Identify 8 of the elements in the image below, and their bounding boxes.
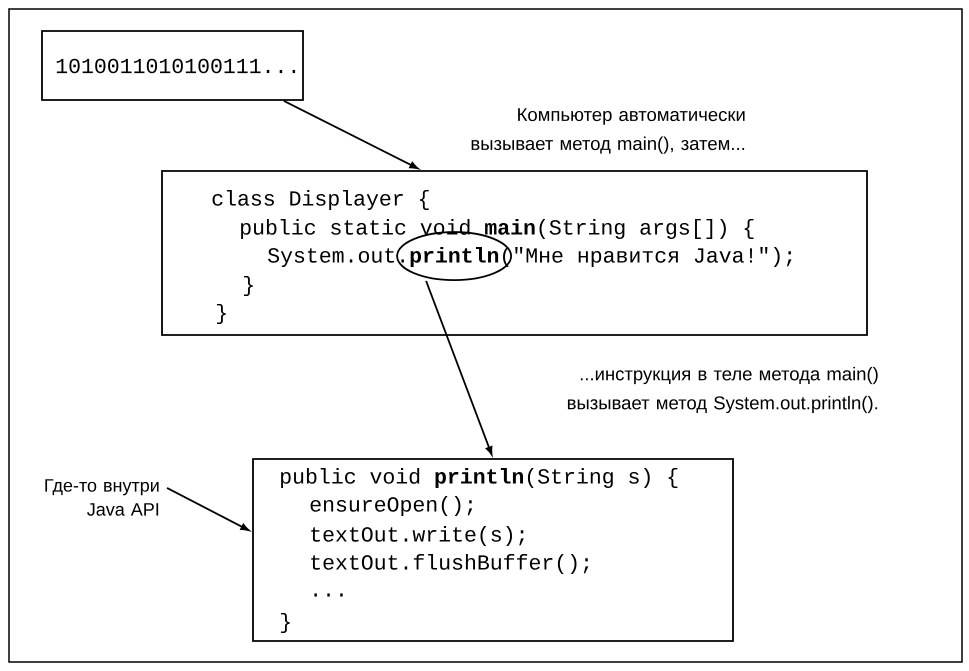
note-text: Где-то внутри Java API [45,479,159,516]
code-box: public void println(String s) { ensureOpen(); textOut.write(s); textOut.flushBuffer(); ... } [252,458,734,642]
arrow [284,100,418,170]
arrow [166,487,250,531]
arrow [425,280,492,456]
edge-label: Компьютер автоматически вызывает метод main(), затем... [472,108,745,154]
code-box: 1010011010100111... [41,30,304,101]
edge-label: ...инструкция в теле метода main() вызывает метод System.out.println(). [568,366,878,414]
